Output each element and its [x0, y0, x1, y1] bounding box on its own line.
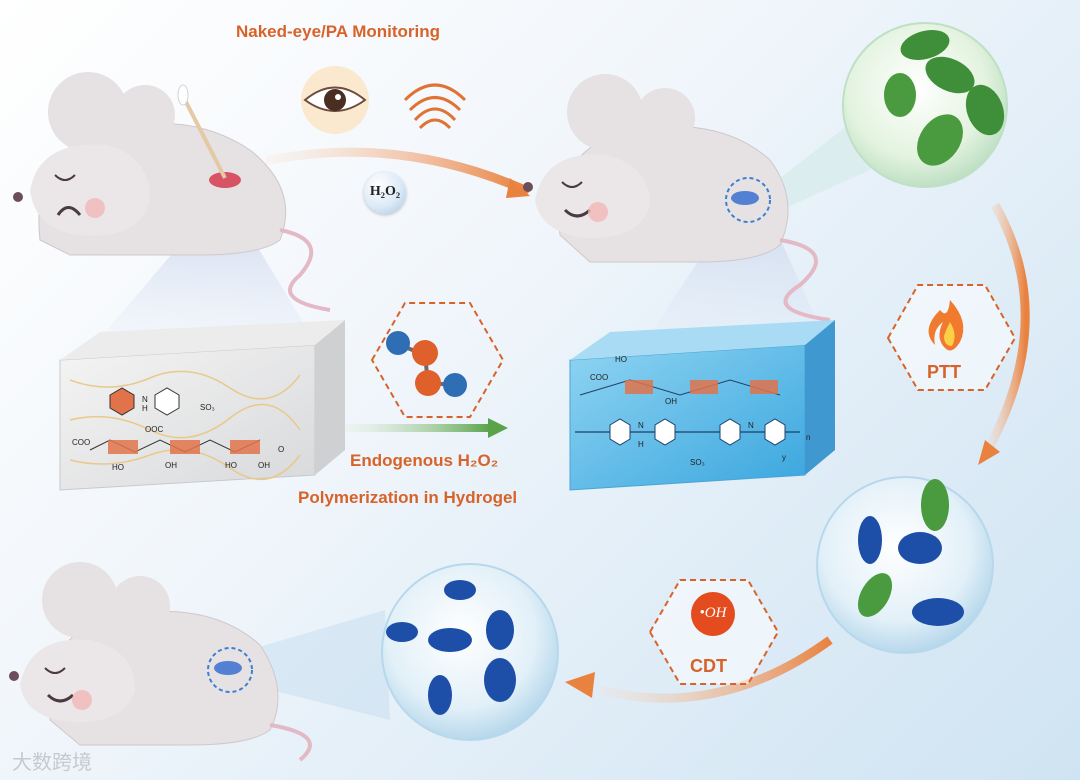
molecule-icon	[386, 331, 467, 397]
flame-icon	[928, 300, 964, 351]
eye-icon	[301, 66, 369, 134]
beam-left	[90, 215, 320, 350]
swab-icon	[177, 84, 227, 179]
chem-left-8: OH	[258, 461, 270, 470]
hydroxyl-radical-icon	[691, 592, 735, 636]
watermark: 大数跨境	[12, 750, 92, 774]
label-naked-eye-pa-monitoring: Naked-eye/PA Monitoring	[236, 22, 441, 41]
label-endogenous-h2o2: Endogenous H₂O₂	[350, 451, 499, 470]
chem-right-8: y	[782, 453, 786, 462]
hydrogel-left	[59, 320, 345, 491]
chem-right-0: COO	[590, 373, 608, 382]
beam-bottom-bubble	[232, 610, 390, 720]
chem-right-6: n	[806, 433, 810, 442]
arrow-right	[981, 202, 1030, 458]
chem-right-2: OH	[665, 397, 677, 406]
arrow-bottom	[598, 636, 833, 703]
chem-left-7: HO	[225, 461, 237, 470]
chem-right-1: HO	[615, 355, 627, 364]
chem-left-0: N	[142, 395, 148, 404]
chem-right-7: SO₃	[690, 458, 705, 467]
arrow-top-head	[506, 178, 530, 198]
chem-right-4: H	[638, 440, 644, 449]
chem-right-3: N	[638, 421, 644, 430]
chem-left-2: SO₃	[200, 403, 215, 412]
chem-right-5: N	[748, 421, 754, 430]
bubble-mixed-bacteria	[816, 476, 994, 654]
hexagon-molecule	[370, 302, 505, 418]
chem-left-1: H	[142, 404, 148, 413]
mouse-happy-bottom	[9, 562, 312, 762]
chem-left-3: OOC	[145, 425, 163, 434]
mouse-sad	[13, 72, 331, 312]
mouse-happy-top	[523, 74, 831, 322]
chem-left-5: OH	[165, 461, 177, 470]
label-hydroxyl: •OH	[699, 605, 727, 621]
beam-right	[640, 205, 830, 350]
h2o2-label: H₂O₂	[369, 184, 401, 199]
arrow-right-head	[978, 440, 1000, 465]
chem-left-9: O	[278, 445, 284, 454]
bubble-blue-bacteria	[381, 563, 559, 741]
bubble-green-bacteria	[842, 22, 1008, 188]
hydrogel-right	[569, 320, 835, 491]
sound-wave-icon	[403, 83, 467, 130]
label-cdt: CDT	[690, 656, 727, 676]
label-ptt: PTT	[927, 362, 961, 382]
label-polymerization-in-hydrogel: Polymerization in Hydrogel	[298, 488, 518, 507]
arrow-bottom-head	[565, 672, 595, 698]
chem-left-6: COO	[72, 438, 90, 447]
arrow-top	[265, 147, 530, 195]
arrow-green	[340, 424, 490, 432]
arrow-green-head	[488, 418, 508, 438]
chem-left-4: HO	[112, 463, 124, 472]
h2o2-bubble: H₂O₂	[364, 172, 406, 214]
